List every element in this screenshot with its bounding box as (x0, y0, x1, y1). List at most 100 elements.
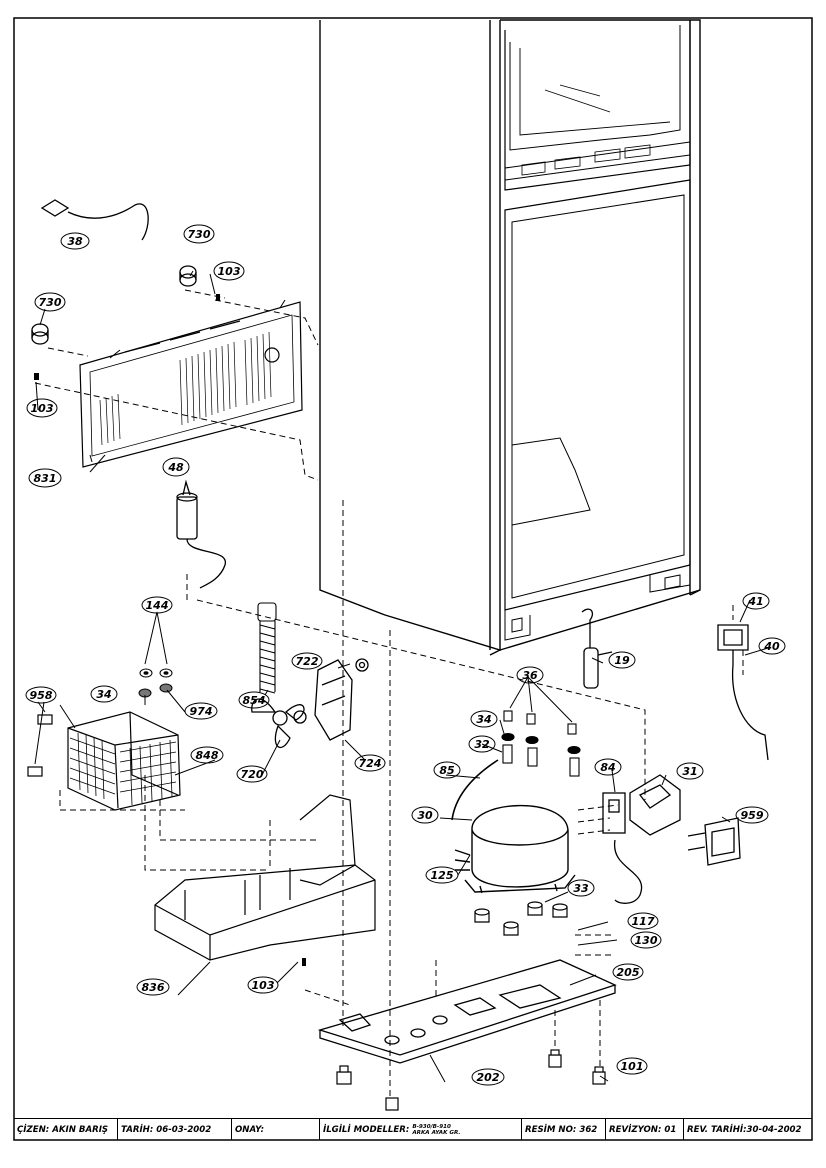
drawing-number: RESİM NO: 362 (522, 1119, 606, 1140)
condenser-848 (67, 711, 181, 811)
callout-848: 848 (190, 746, 224, 764)
callout-144: 144 (141, 596, 173, 614)
assembly-lines (34, 289, 744, 1100)
drawing-border (13, 17, 813, 1141)
plug-730-top (179, 265, 197, 287)
callout-31: 31 (676, 762, 704, 780)
callout-730-top: 730 (183, 224, 215, 244)
callout-48: 48 (162, 457, 190, 477)
callout-30: 30 (411, 806, 439, 824)
callout-text: 85 (439, 764, 455, 777)
callout-959: 959 (735, 806, 769, 824)
back-panel-831 (79, 299, 303, 468)
callout-text: 125 (431, 869, 454, 882)
related-models-values: B-930/B-910 ARKA AYAK GR. (412, 1124, 460, 1136)
callout-836: 836 (136, 978, 170, 996)
callout-text: 33 (573, 882, 589, 895)
callout-text: 103 (218, 265, 241, 278)
screw-icon (34, 294, 306, 966)
callout-text: 854 (243, 694, 266, 707)
callout-38: 38 (60, 232, 90, 250)
callout-text: 130 (635, 934, 658, 947)
callout-text: 30 (417, 809, 433, 822)
callout-831: 831 (28, 468, 62, 488)
callout-text: 34 (96, 688, 111, 701)
base-plate-202 (317, 959, 617, 1064)
callout-text: 730 (39, 296, 62, 309)
callout-text: 722 (296, 655, 319, 668)
callout-40: 40 (758, 637, 786, 655)
callout-text: 19 (614, 654, 630, 667)
callout-text: 836 (142, 981, 165, 994)
callout-974: 974 (184, 702, 218, 720)
related-models-label: İLGİLİ MODELLER: (323, 1124, 410, 1135)
callout-text: 959 (741, 809, 764, 822)
callout-text: 720 (241, 768, 264, 781)
callout-101: 101 (616, 1057, 648, 1075)
thermostat-19 (581, 608, 613, 689)
callout-text: 848 (196, 749, 219, 762)
callout-arrow-958 (34, 701, 46, 765)
callout-text: 117 (632, 915, 655, 928)
drawing-date: TARİH: 06-03-2002 (118, 1119, 232, 1140)
callout-text: 40 (763, 640, 780, 653)
model-line-2: ARKA AYAK GR. (412, 1129, 461, 1136)
callout-958: 958 (25, 686, 57, 704)
refrigerator-cabinet (319, 19, 701, 656)
revision: REVİZYON: 01 (606, 1119, 684, 1140)
power-cord-38 (40, 199, 149, 241)
callout-36: 36 (516, 666, 544, 684)
callout-32: 32 (468, 735, 496, 753)
callout-text: 205 (617, 966, 640, 979)
callout-130: 130 (630, 931, 662, 949)
callout-84: 84 (594, 758, 622, 776)
callout-34-right: 34 (470, 710, 498, 728)
fan-blade-720 (251, 698, 307, 749)
fan-motor-724 (314, 658, 369, 741)
callout-125: 125 (425, 866, 459, 884)
title-block: ÇİZEN: AKIN BARIŞ TARİH: 06-03-2002 ONAY… (14, 1118, 812, 1140)
callout-text: 32 (474, 738, 490, 751)
callout-arrow-144 (144, 611, 168, 665)
callout-205: 205 (612, 963, 644, 981)
callout-85: 85 (433, 761, 461, 779)
model-line-1: B-930/B-910 (412, 1123, 451, 1130)
callout-34-left: 34 (90, 685, 118, 703)
callout-text: 38 (67, 235, 83, 248)
callout-720: 720 (236, 765, 268, 783)
relay-cover-31 (629, 774, 681, 836)
callout-730-left: 730 (34, 292, 66, 312)
callout-text: 31 (682, 765, 697, 778)
callout-103-bottom: 103 (247, 976, 279, 994)
callout-text: 84 (600, 761, 615, 774)
callout-722: 722 (291, 652, 323, 670)
spring-854 (257, 602, 277, 694)
callout-text: 730 (188, 228, 211, 241)
callout-text: 831 (34, 472, 57, 485)
compressor-30 (451, 759, 576, 894)
callout-leaders (35, 270, 769, 1083)
capacitor-48 (176, 479, 226, 589)
grommets-33 (474, 901, 568, 936)
callout-202: 202 (471, 1068, 505, 1086)
foot-screws (336, 1049, 606, 1111)
drawn-by: ÇİZEN: AKIN BARIŞ (14, 1119, 118, 1140)
plug-730-left (31, 323, 49, 345)
relay-84 (602, 792, 643, 904)
callout-text: 958 (30, 689, 53, 702)
connector-41 (717, 624, 769, 761)
callout-text: 36 (522, 669, 538, 682)
callout-33: 33 (567, 879, 595, 897)
base-tray-836 (154, 794, 376, 961)
mount-screws-36 (501, 710, 581, 777)
callout-text: 34 (476, 713, 491, 726)
approval: ONAY: (232, 1119, 320, 1140)
callout-text: 103 (31, 402, 54, 415)
callout-103-top: 103 (213, 261, 245, 281)
spacer-958 (27, 714, 53, 777)
overload-959 (687, 817, 741, 866)
callout-41: 41 (742, 592, 770, 610)
callout-text: 724 (359, 757, 382, 770)
callout-text: 48 (167, 461, 184, 474)
